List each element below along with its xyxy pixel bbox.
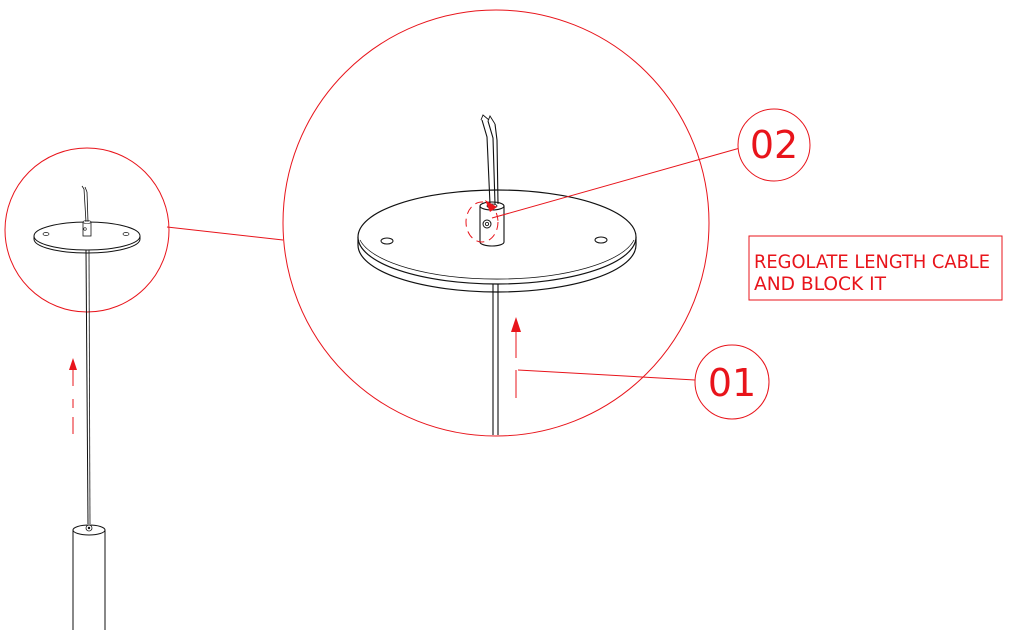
- instruction-note-line-1: REGOLATE LENGTH CABLE: [754, 251, 990, 273]
- mounting-hole-left: [380, 237, 394, 245]
- callout-01-leader: [517, 369, 696, 381]
- detail-connector-line: [166, 226, 284, 241]
- suspension-cable: [85, 249, 89, 525]
- large-detail: [282, 9, 710, 437]
- lamp-tube: [72, 524, 106, 630]
- power-wires: [480, 114, 499, 205]
- callout-01: 01: [517, 344, 770, 420]
- instruction-note: REGOLATE LENGTH CABLE AND BLOCK IT: [748, 235, 1003, 301]
- large-detail-circle: [282, 9, 710, 437]
- callout-02-leader: [491, 147, 741, 219]
- clamp-screw: [482, 219, 492, 229]
- callout-01-label: 01: [708, 361, 756, 405]
- instruction-note-box: [748, 235, 1003, 301]
- callout-02: 02: [491, 108, 811, 219]
- small-up-arrow: [69, 358, 77, 434]
- large-up-arrow: [511, 317, 521, 398]
- callout-02-label: 02: [750, 123, 798, 167]
- small-overview: [4, 147, 170, 630]
- small-detail-circle: [4, 147, 170, 313]
- instruction-note-line-2: AND BLOCK IT: [754, 273, 887, 295]
- small-canopy: [33, 185, 141, 254]
- clamp-highlight: [465, 201, 499, 243]
- mounting-hole-right: [594, 236, 608, 244]
